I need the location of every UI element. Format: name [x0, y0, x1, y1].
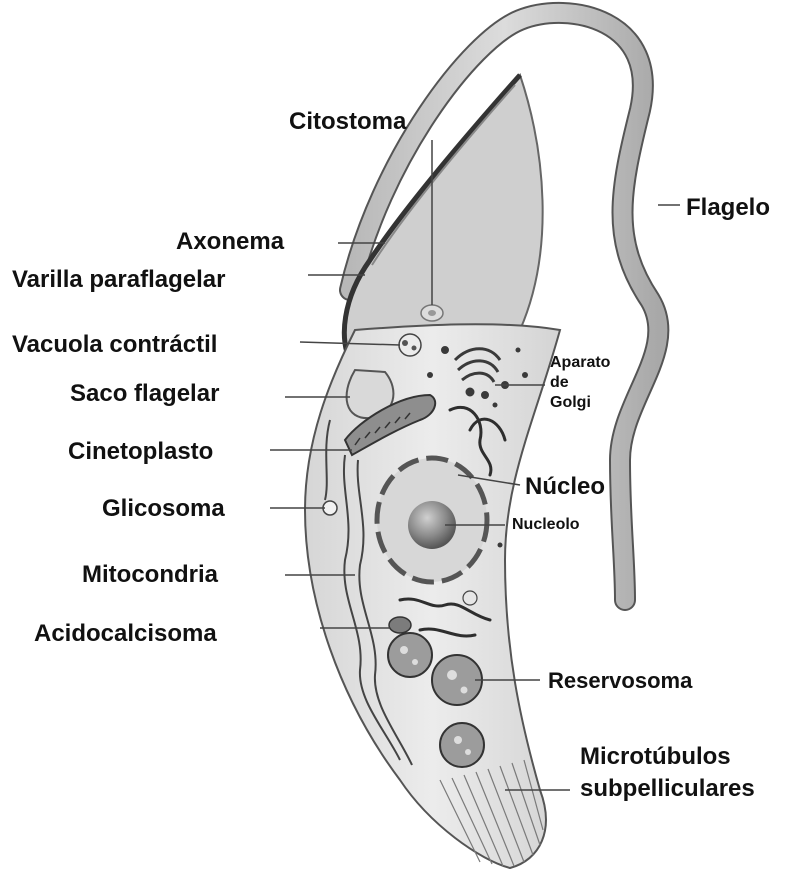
label-cinetoplasto: Cinetoplasto: [68, 440, 213, 464]
glycosome: [323, 501, 337, 515]
label-golgi: Golgi: [550, 395, 610, 411]
label-glicosoma: Glicosoma: [102, 497, 225, 521]
label-axonema: Axonema: [176, 230, 284, 254]
label-de: de: [550, 375, 610, 391]
label-mitocondria: Mitocondria: [82, 563, 218, 587]
label-microtubulos-subpelliculares: Microtúbulos subpelliculares: [580, 745, 755, 801]
label-vacuola-contractil: Vacuola contráctil: [12, 333, 217, 357]
label-saco-flagelar: Saco flagelar: [70, 382, 219, 406]
label-varilla-paraflagelar: Varilla paraflagelar: [12, 268, 225, 292]
label-flagelo: Flagelo: [686, 196, 770, 220]
label-microtubulos: Microtúbulos: [580, 745, 755, 769]
label-nucleo: Núcleo: [525, 475, 605, 499]
contractile-vacuole: [399, 334, 421, 356]
label-acidocalcisoma: Acidocalcisoma: [34, 622, 217, 646]
acidocalcisome: [389, 617, 411, 633]
label-reservosoma: Reservosoma: [548, 670, 692, 692]
label-citostoma: Citostoma: [289, 110, 406, 134]
label-aparato-de-golgi: Aparato de Golgi: [550, 355, 610, 411]
label-aparato: Aparato: [550, 355, 610, 371]
label-nucleolo: Nucleolo: [512, 517, 580, 533]
label-subpelliculares: subpelliculares: [580, 777, 755, 801]
